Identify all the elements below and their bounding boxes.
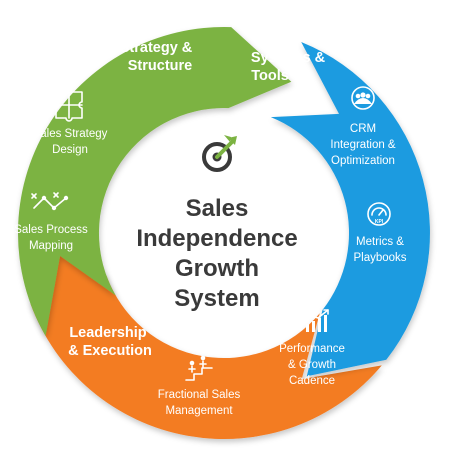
leadership-title-line2: & Execution <box>68 343 152 359</box>
leadership-item1-line3: Cadence <box>289 375 335 387</box>
target-logo-icon <box>202 135 237 172</box>
strategy-title-line1: Strategy & <box>120 40 193 56</box>
process-map-icon <box>31 192 69 211</box>
systems-segment <box>270 42 430 377</box>
systems-item1-line3: Optimization <box>331 155 395 167</box>
center-title-line1: Sales <box>186 195 249 222</box>
systems-title-line2: Tools <box>251 68 289 84</box>
strategy-item2-line2: Mapping <box>29 240 73 252</box>
team-climb-icon <box>185 355 213 381</box>
puzzle-icon <box>55 88 83 122</box>
leadership-item1-line1: Performance <box>279 343 345 355</box>
growth-chart-icon <box>297 309 329 332</box>
center-title-line3: Growth <box>175 255 259 282</box>
strategy-segment <box>17 26 292 336</box>
systems-title-line1: Systems & <box>251 50 326 66</box>
strategy-item1-line2: Design <box>52 144 88 156</box>
leadership-segment <box>30 227 382 440</box>
strategy-item2-line1: Sales Process <box>14 224 88 236</box>
systems-item2-line1: Metrics & <box>356 236 404 248</box>
leadership-item1-line2: & Growth <box>288 359 336 371</box>
leadership-item2-line2: Management <box>165 405 233 417</box>
kpi-icon-label: KPI <box>375 219 384 225</box>
strategy-title-line2: Structure <box>128 58 192 74</box>
systems-item1-line1: CRM <box>350 123 376 135</box>
systems-item1-line2: Integration & <box>330 139 396 151</box>
crm-users-icon <box>351 86 375 110</box>
center-title-line2: Independence <box>136 225 297 252</box>
leadership-title-line1: Leadership <box>69 325 146 341</box>
kpi-gauge-icon: KPI <box>367 202 391 226</box>
center-title-line4: System <box>174 285 259 312</box>
systems-item2-line2: Playbooks <box>353 252 406 264</box>
strategy-item1-line1: Sales Strategy <box>33 128 108 140</box>
leadership-item2-line1: Fractional Sales <box>158 389 241 401</box>
